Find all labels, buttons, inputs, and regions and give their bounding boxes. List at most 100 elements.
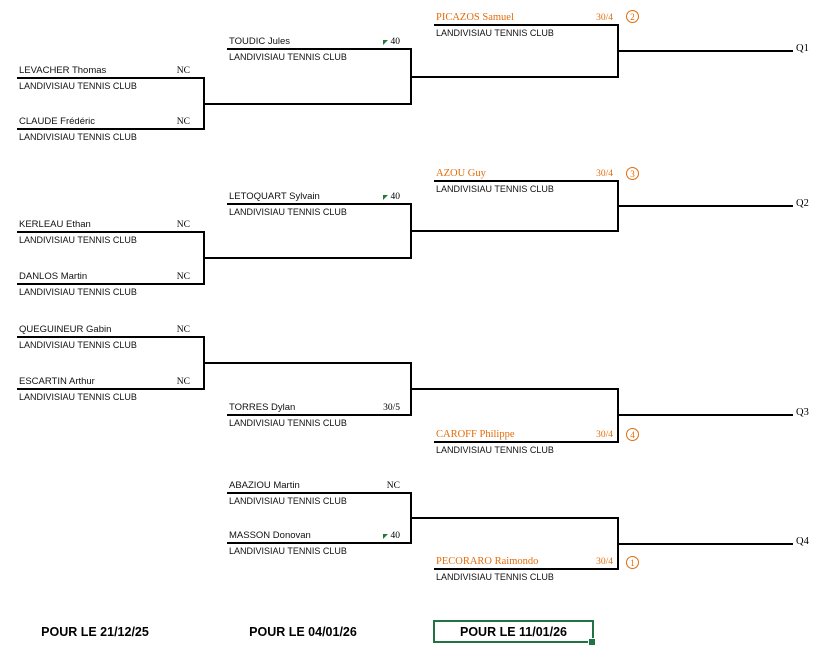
player-rating: 30/4 xyxy=(596,430,613,440)
player-name: LEVACHER Thomas xyxy=(19,65,107,76)
player-slot-torres: TORRES Dylan 30/5 LANDIVISIAU TENNIS CLU… xyxy=(227,402,410,428)
player-nameline: LEVACHER Thomas NC xyxy=(17,65,203,79)
player-slot-letoquart: LETOQUART Sylvain 40 LANDIVISIAU TENNIS … xyxy=(227,191,410,217)
bracket-winner-line xyxy=(203,362,412,364)
player-rating: NC xyxy=(176,272,190,282)
player-name: ABAZIOU Martin xyxy=(229,480,300,491)
seed-badge-4: 4 xyxy=(626,428,639,441)
qualifier-line xyxy=(617,414,793,416)
player-slot-levacher: LEVACHER Thomas NC LANDIVISIAU TENNIS CL… xyxy=(17,65,203,91)
seed-badge-1: 1 xyxy=(626,556,639,569)
player-nameline: ABAZIOU Martin NC xyxy=(227,480,410,494)
player-name: CLAUDE Frédéric xyxy=(19,116,96,127)
player-club: LANDIVISIAU TENNIS CLUB xyxy=(19,287,137,297)
player-slot-pecoraro: PECORARO Raimondo 30/4 LANDIVISIAU TENNI… xyxy=(434,556,617,582)
player-rating: 40 xyxy=(382,191,411,203)
player-club: LANDIVISIAU TENNIS CLUB xyxy=(19,340,137,350)
player-nameline: CLAUDE Frédéric NC xyxy=(17,116,203,130)
qualifier-label-q4: Q4 xyxy=(796,536,809,547)
bracket-winner-line xyxy=(203,103,412,105)
player-slot-escartin: ESCARTIN Arthur NC LANDIVISIAU TENNIS CL… xyxy=(17,376,203,402)
player-name: TOUDIC Jules xyxy=(229,36,291,47)
player-name: KERLEAU Ethan xyxy=(19,219,91,230)
player-rating: 30/4 xyxy=(596,13,613,23)
player-name: DANLOS Martin xyxy=(19,271,88,282)
player-nameline: ESCARTIN Arthur NC xyxy=(17,376,203,390)
player-rating: NC xyxy=(176,325,190,335)
round2-date-label: POUR LE 04/01/26 xyxy=(249,625,357,639)
player-name: QUEGUINEUR Gabin xyxy=(19,324,112,335)
player-club: LANDIVISIAU TENNIS CLUB xyxy=(19,235,137,245)
player-nameline: DANLOS Martin NC xyxy=(17,271,203,285)
player-nameline: TOUDIC Jules 40 xyxy=(227,36,410,50)
bracket-winner-line xyxy=(410,76,619,78)
rating-value: 40 xyxy=(390,531,401,541)
player-nameline: LETOQUART Sylvain 40 xyxy=(227,191,410,205)
player-rating: NC xyxy=(176,377,190,387)
player-slot-picazos: PICAZOS Samuel 30/4 LANDIVISIAU TENNIS C… xyxy=(434,12,617,38)
player-club: LANDIVISIAU TENNIS CLUB xyxy=(229,546,347,556)
player-name: LETOQUART Sylvain xyxy=(229,191,320,202)
selected-cell-round3-date[interactable]: POUR LE 11/01/26 xyxy=(433,620,596,646)
rating-value: 40 xyxy=(390,37,401,47)
player-rating: NC xyxy=(386,481,400,491)
player-club: LANDIVISIAU TENNIS CLUB xyxy=(19,392,137,402)
player-nameline: TORRES Dylan 30/5 xyxy=(227,402,410,416)
player-slot-masson: MASSON Donovan 40 LANDIVISIAU TENNIS CLU… xyxy=(227,530,410,556)
player-rating: 30/4 xyxy=(596,169,613,179)
round1-date-label: POUR LE 21/12/25 xyxy=(41,625,149,639)
player-rating: 30/4 xyxy=(596,557,613,567)
rating-value: 40 xyxy=(390,192,401,202)
player-slot-claude: CLAUDE Frédéric NC LANDIVISIAU TENNIS CL… xyxy=(17,116,203,142)
player-name: ESCARTIN Arthur xyxy=(19,376,95,387)
green-flag-icon xyxy=(382,533,388,539)
bracket-winner-line xyxy=(410,517,619,519)
qualifier-line xyxy=(617,205,793,207)
bracket-winner-line xyxy=(410,388,619,390)
player-club: LANDIVISIAU TENNIS CLUB xyxy=(229,207,347,217)
player-name: PECORARO Raimondo xyxy=(436,556,539,567)
player-club: LANDIVISIAU TENNIS CLUB xyxy=(19,81,137,91)
player-club: LANDIVISIAU TENNIS CLUB xyxy=(436,572,554,582)
player-nameline: PICAZOS Samuel 30/4 xyxy=(434,12,617,26)
player-nameline: MASSON Donovan 40 xyxy=(227,530,410,544)
player-name: CAROFF Philippe xyxy=(436,429,515,440)
player-nameline: QUEGUINEUR Gabin NC xyxy=(17,324,203,338)
player-slot-queguineur: QUEGUINEUR Gabin NC LANDIVISIAU TENNIS C… xyxy=(17,324,203,350)
player-club: LANDIVISIAU TENNIS CLUB xyxy=(436,28,554,38)
player-slot-danlos: DANLOS Martin NC LANDIVISIAU TENNIS CLUB xyxy=(17,271,203,297)
player-name: MASSON Donovan xyxy=(229,530,311,541)
player-club: LANDIVISIAU TENNIS CLUB xyxy=(229,52,347,62)
player-club: LANDIVISIAU TENNIS CLUB xyxy=(436,445,554,455)
player-nameline: CAROFF Philippe 30/4 xyxy=(434,429,617,443)
seed-badge-3: 3 xyxy=(626,167,639,180)
player-club: LANDIVISIAU TENNIS CLUB xyxy=(436,184,554,194)
qualifier-label-q2: Q2 xyxy=(796,198,809,209)
qualifier-label-q3: Q3 xyxy=(796,407,809,418)
excel-fill-handle[interactable] xyxy=(588,638,596,646)
qualifier-line xyxy=(617,50,793,52)
player-club: LANDIVISIAU TENNIS CLUB xyxy=(19,132,137,142)
player-nameline: AZOU Guy 30/4 xyxy=(434,168,617,182)
player-slot-azou: AZOU Guy 30/4 LANDIVISIAU TENNIS CLUB xyxy=(434,168,617,194)
round3-date-label: POUR LE 11/01/26 xyxy=(459,624,567,639)
player-nameline: PECORARO Raimondo 30/4 xyxy=(434,556,617,570)
player-rating: NC xyxy=(176,117,190,127)
qualifier-line xyxy=(617,543,793,545)
bracket-winner-line xyxy=(203,257,412,259)
player-rating: NC xyxy=(176,220,190,230)
player-slot-kerleau: KERLEAU Ethan NC LANDIVISIAU TENNIS CLUB xyxy=(17,219,203,245)
player-club: LANDIVISIAU TENNIS CLUB xyxy=(229,418,347,428)
player-name: PICAZOS Samuel xyxy=(436,12,514,23)
seed-badge-2: 2 xyxy=(626,10,639,23)
player-slot-caroff: CAROFF Philippe 30/4 LANDIVISIAU TENNIS … xyxy=(434,429,617,455)
qualifier-label-q1: Q1 xyxy=(796,43,809,54)
player-slot-abaziou: ABAZIOU Martin NC LANDIVISIAU TENNIS CLU… xyxy=(227,480,410,506)
player-name: AZOU Guy xyxy=(436,168,486,179)
player-rating: 30/5 xyxy=(383,403,400,413)
player-rating: 40 xyxy=(382,36,411,48)
player-nameline: KERLEAU Ethan NC xyxy=(17,219,203,233)
player-rating: 40 xyxy=(382,530,411,542)
player-name: TORRES Dylan xyxy=(229,402,296,413)
